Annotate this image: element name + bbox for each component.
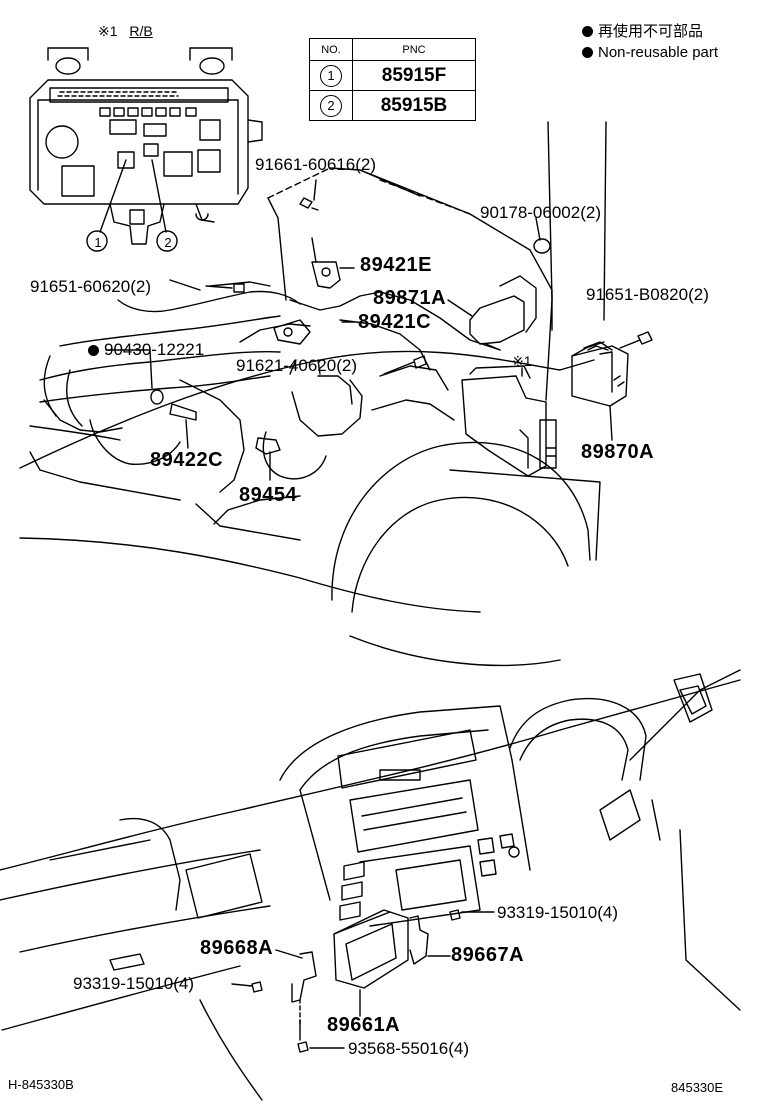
dashboard-drawing xyxy=(0,669,741,1101)
callout-91651-b0820[interactable]: 91651-B0820(2) xyxy=(586,285,709,304)
callout-89454[interactable]: 89454 xyxy=(239,484,298,506)
relay-box-mark: ※1 R/B xyxy=(98,23,153,39)
callout-91651-60620[interactable]: 91651-60620(2) xyxy=(30,277,151,296)
pnc-value: 85915B xyxy=(352,90,476,121)
legend: 再使用不可部品 Non-reusable part xyxy=(582,21,718,63)
callout-89661a[interactable]: 89661A xyxy=(327,1014,401,1036)
callout-89421e[interactable]: 89421E xyxy=(360,254,432,276)
footer-right-code: 845330E xyxy=(671,1080,724,1095)
callout-89870a[interactable]: 89870A xyxy=(581,441,655,463)
pnc-value: 85915F xyxy=(352,60,476,91)
callout-93568-55016[interactable]: 93568-55016(4) xyxy=(348,1039,469,1058)
callout-93319-15010-left[interactable]: 93319-15010(4) xyxy=(73,974,194,993)
non-reusable-dot-icon xyxy=(88,345,99,356)
circled-number: 1 xyxy=(320,65,342,87)
legend-en: Non-reusable part xyxy=(582,42,718,63)
relay-box-drawing xyxy=(29,47,263,252)
footer-left-code: H-845330B xyxy=(8,1077,74,1092)
circled-number: 2 xyxy=(320,95,342,117)
relay-callout-2: 2 xyxy=(164,235,172,250)
table-row: 2 85915B xyxy=(309,90,476,121)
pnc-table: NO. PNC 1 85915F 2 85915B xyxy=(309,38,476,121)
callout-89421c[interactable]: 89421C xyxy=(358,311,432,333)
callout-90430-12221[interactable]: 90430-12221 xyxy=(88,341,204,359)
table-header-pnc: PNC xyxy=(352,38,476,61)
callout-89667a[interactable]: 89667A xyxy=(451,944,525,966)
callout-93319-15010-right[interactable]: 93319-15010(4) xyxy=(497,903,618,922)
relay-callout-1: 1 xyxy=(94,235,102,250)
engine-bay-drawing xyxy=(19,121,653,667)
callout-mark-1: ※1 xyxy=(512,353,532,369)
table-header-no: NO. xyxy=(309,38,353,61)
callout-89871a[interactable]: 89871A xyxy=(373,287,447,309)
non-reusable-dot-icon xyxy=(582,47,593,58)
callout-89422c[interactable]: 89422C xyxy=(150,449,224,471)
non-reusable-dot-icon xyxy=(582,26,593,37)
callout-91661-60616[interactable]: 91661-60616(2) xyxy=(255,155,376,174)
legend-jp: 再使用不可部品 xyxy=(582,21,718,42)
callout-89668a[interactable]: 89668A xyxy=(200,937,274,959)
table-row: 1 85915F xyxy=(309,60,476,91)
callout-90178-06002[interactable]: 90178-06002(2) xyxy=(480,203,601,222)
callout-91621-40620[interactable]: 91621-40620(2) xyxy=(236,356,357,375)
